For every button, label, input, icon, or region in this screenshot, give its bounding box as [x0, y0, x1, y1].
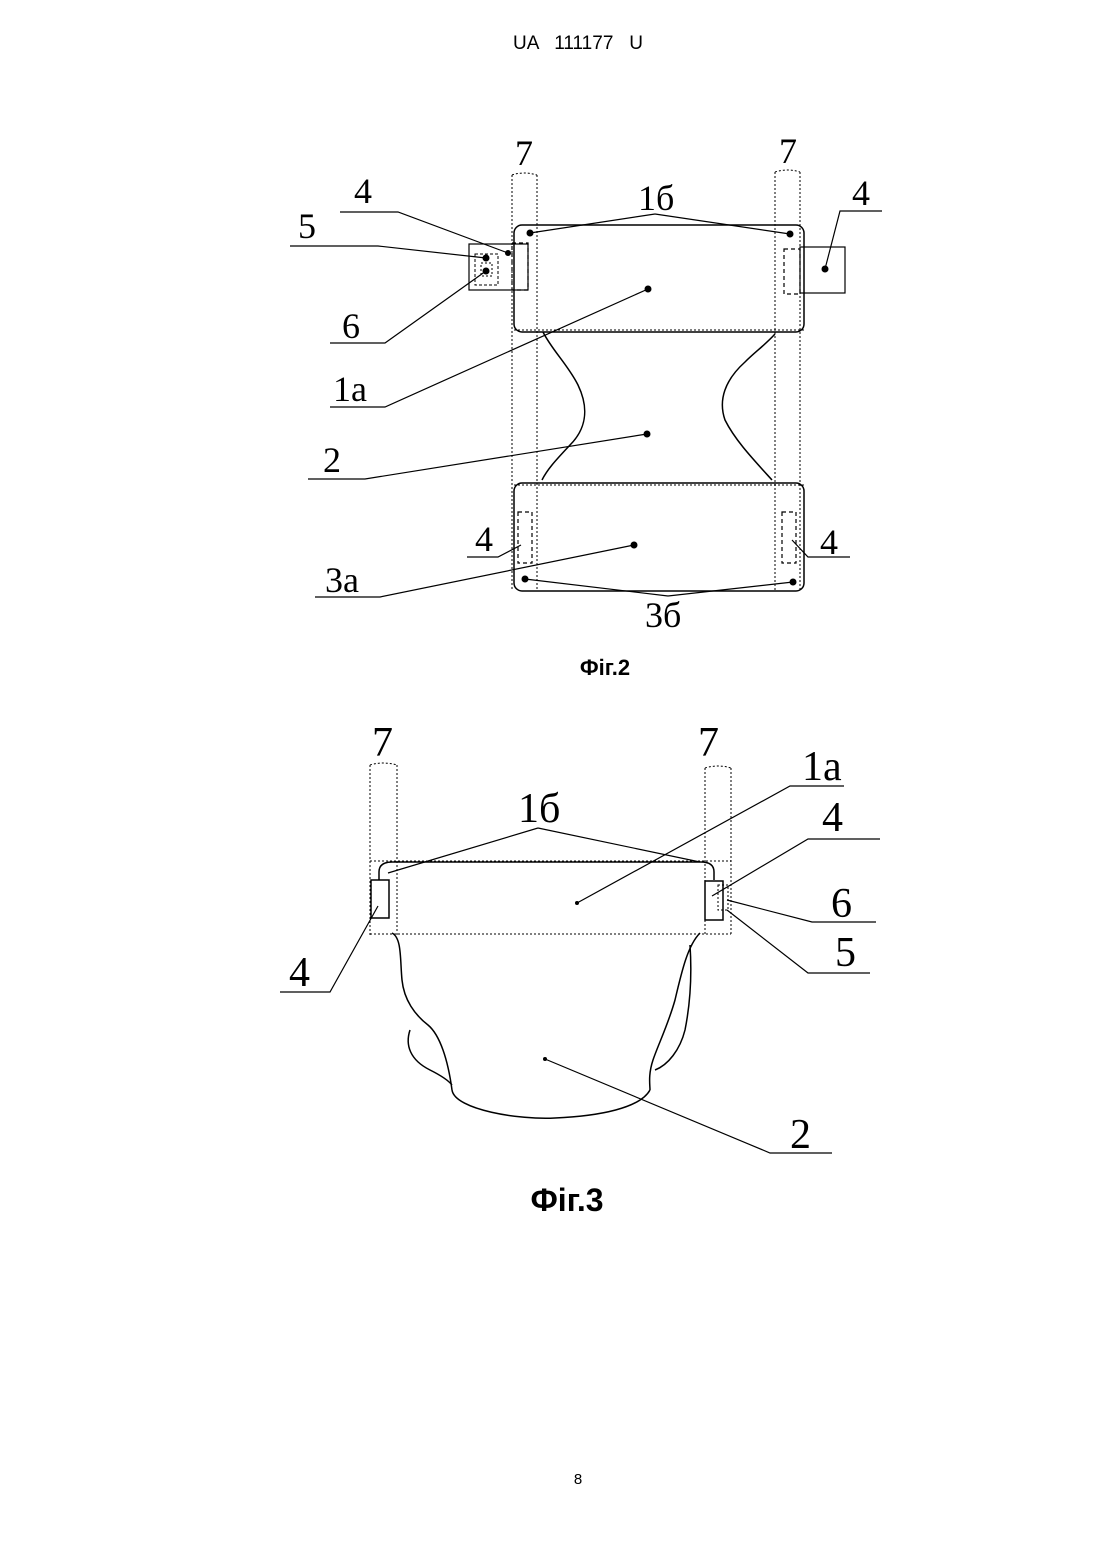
strap-left-drawing	[512, 173, 537, 590]
fig2-label-loop: 6	[342, 306, 360, 346]
fig2-label-fastener-top-left: 4	[354, 171, 372, 211]
diaper-bottom	[452, 1090, 650, 1118]
fig3-label-front-panel: 1а	[802, 744, 842, 790]
fig2-label-hook: 5	[298, 206, 316, 246]
fastener-bottom-left	[518, 512, 532, 563]
fig2-label-fastener-bottom-right: 4	[820, 522, 838, 562]
fig2-label-strap-left: 7	[515, 133, 533, 173]
fig3-label-hook: 5	[835, 930, 856, 976]
fig3-label-fastener-right: 4	[822, 795, 843, 841]
fastener-bottom-right	[782, 512, 796, 563]
figure-3	[280, 763, 880, 1153]
fig2-label-front-panel: 1а	[333, 369, 367, 409]
figure-3-caption: Фіг.3	[530, 1182, 603, 1218]
fig2-label-back-corners: 3б	[645, 595, 681, 635]
fig2-leader-lines	[290, 211, 882, 597]
crotch-right-edge	[722, 334, 775, 480]
back-panel-outline	[514, 483, 804, 591]
fig3-label-fastener-left: 4	[289, 950, 310, 996]
crotch-left-edge	[542, 332, 585, 480]
fig2-pointer-dots	[483, 230, 829, 586]
fig2-label-crotch: 2	[323, 440, 341, 480]
fig3-pointer-dots	[543, 901, 579, 1061]
figure-2	[290, 170, 882, 597]
page-number: 8	[0, 1471, 1101, 1488]
diaper-body-left	[392, 933, 452, 1090]
diaper-body-right	[650, 933, 700, 1090]
fig2-label-back-panel: 3а	[325, 560, 359, 600]
fig2-label-strap-right: 7	[779, 131, 797, 171]
fig3-label-strap-left: 7	[372, 720, 393, 766]
fig3-label-crotch: 2	[790, 1112, 811, 1158]
fig2-label-fastener-bottom-left: 4	[475, 519, 493, 559]
fig3-label-front-corners: 1б	[518, 786, 560, 832]
fig3-label-loop: 6	[831, 881, 852, 927]
fastener-right-fig3	[705, 881, 723, 920]
front-panel-edge-fig3	[379, 862, 714, 880]
figure-2-caption: Фіг.2	[580, 655, 630, 680]
fig2-label-fastener-top-right: 4	[852, 173, 870, 213]
front-panel-outline	[514, 225, 804, 332]
fig2-label-front-corners: 1б	[638, 178, 674, 218]
fastener-left-fig3	[371, 880, 389, 918]
fig3-label-strap-right: 7	[698, 720, 719, 766]
strap-left-drawing-fig3	[370, 763, 397, 935]
